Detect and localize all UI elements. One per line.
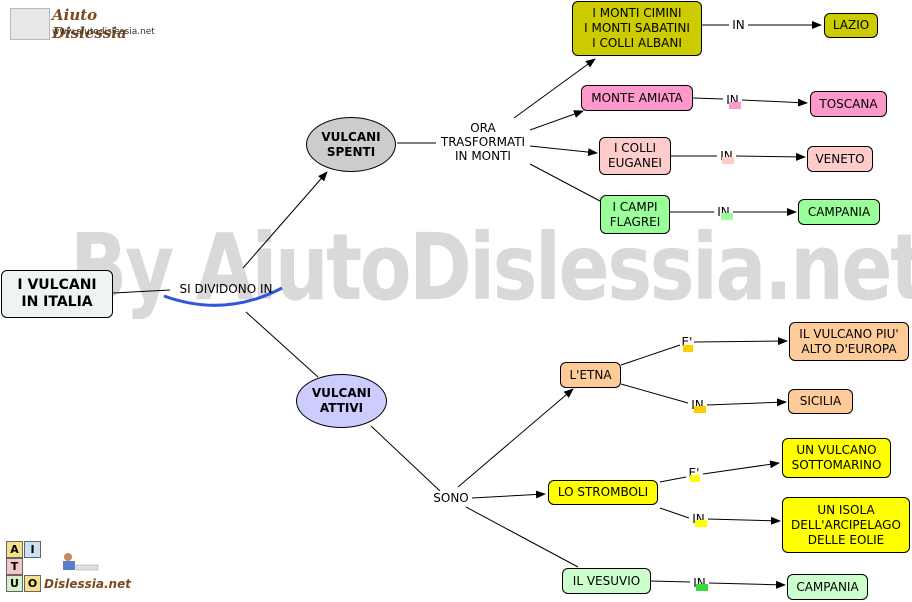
- logo-block-i: I: [24, 541, 41, 558]
- marker-sicilia: [694, 406, 706, 413]
- node-toscana[interactable]: TOSCANA: [810, 91, 887, 117]
- node-lazio[interactable]: LAZIO: [824, 13, 878, 38]
- link-ora-trasformati[interactable]: ORA TRASFORMATI IN MONTI: [436, 121, 530, 163]
- node-sicilia[interactable]: SICILIA: [788, 389, 853, 414]
- line-sono-vesuvio: [465, 506, 579, 568]
- node-monti-cimini[interactable]: I MONTI CIMINI I MONTI SABATINI I COLLI …: [572, 1, 702, 56]
- node-vulcani-attivi[interactable]: VULCANI ATTIVI: [296, 374, 387, 428]
- node-veneto[interactable]: VENETO: [807, 146, 873, 172]
- line-in-veneto: [735, 152, 806, 161]
- node-vulcani-spenti[interactable]: VULCANI SPENTI: [306, 117, 396, 172]
- line-root-dividono: [112, 289, 171, 294]
- node-i-vulcani-in-italia[interactable]: I VULCANI IN ITALIA: [1, 270, 113, 318]
- line-in-toscana: [741, 98, 808, 107]
- line-in-sicilia: [706, 398, 787, 407]
- book-icon: [10, 8, 50, 40]
- link-in-lazio[interactable]: IN: [729, 18, 748, 32]
- line-ora-amiata: [529, 110, 584, 131]
- marker-stromboli-in: [695, 520, 707, 527]
- line-dividono-attivi: [245, 311, 319, 378]
- logo-title: Aiuto Dislessia: [52, 6, 127, 42]
- line-in-campania-2: [708, 580, 786, 589]
- node-etna[interactable]: L'ETNA: [560, 362, 621, 388]
- line-etna-in: [620, 383, 689, 404]
- node-colli-euganei[interactable]: I COLLI EUGANEI: [599, 137, 671, 175]
- link-si-dividono-in[interactable]: SI DIVIDONO IN: [179, 282, 273, 296]
- line-amiata-in: [692, 97, 724, 100]
- node-sottomarino[interactable]: UN VULCANO SOTTOMARINO: [782, 438, 891, 478]
- line-ora-flegrei: [529, 163, 601, 202]
- node-campania-1[interactable]: CAMPANIA: [798, 199, 880, 225]
- marker-campania-2: [696, 584, 708, 591]
- node-stromboli[interactable]: LO STROMBOLI: [548, 480, 658, 505]
- node-isola-eolie[interactable]: UN ISOLA DELL'ARCIPELAGO DELLE EOLIE: [782, 497, 910, 553]
- line-vesuvio-in: [650, 580, 691, 583]
- logo-block-o: O: [24, 575, 41, 592]
- node-vesuvio[interactable]: IL VESUVIO: [562, 568, 651, 594]
- marker-etna-e: [683, 345, 693, 352]
- line-sono-etna: [457, 388, 574, 488]
- node-campi-flegrei[interactable]: I CAMPI FLAGREI: [600, 195, 670, 234]
- marker-veneto: [722, 157, 734, 164]
- marker-stromboli-e: [690, 475, 700, 482]
- node-vulcano-alto[interactable]: IL VULCANO PIU' ALTO D'EUROPA: [789, 322, 909, 361]
- reading-child-icon: [63, 553, 99, 571]
- line-stromboli-in: [659, 507, 690, 519]
- logo-block-t: T: [6, 558, 23, 575]
- line-ora-euganei: [529, 145, 598, 157]
- node-monte-amiata[interactable]: MONTE AMIATA: [581, 85, 693, 111]
- line-etna-e: [620, 344, 681, 366]
- line-e-alto: [693, 337, 788, 346]
- aiutodislessia-logo-bottom[interactable]: A I T U O Dislessia.net: [4, 537, 136, 595]
- marker-toscana: [729, 102, 741, 109]
- link-sono[interactable]: SONO: [430, 491, 472, 505]
- line-stromboli-e: [659, 476, 687, 483]
- line-sono-stromboli: [471, 490, 546, 499]
- line-ora-cimini: [513, 58, 596, 119]
- logo-block-a: A: [6, 541, 23, 558]
- logo-block-u: U: [6, 575, 23, 592]
- line-dividono-spenti: [242, 171, 328, 269]
- aiutodislessia-logo[interactable]: Aiuto Dislessia www.aiutodislessia.net: [10, 6, 155, 42]
- line-attivi-sono: [370, 425, 441, 492]
- line-in-isola: [706, 516, 781, 525]
- blue-arc: [163, 286, 283, 307]
- node-campania-2[interactable]: CAMPANIA: [787, 574, 868, 600]
- marker-campania-1: [721, 213, 733, 220]
- logo-url: www.aiutodislessia.net: [52, 27, 155, 37]
- line-e-sottomarino: [702, 460, 780, 475]
- logo-word: Dislessia.net: [44, 577, 131, 591]
